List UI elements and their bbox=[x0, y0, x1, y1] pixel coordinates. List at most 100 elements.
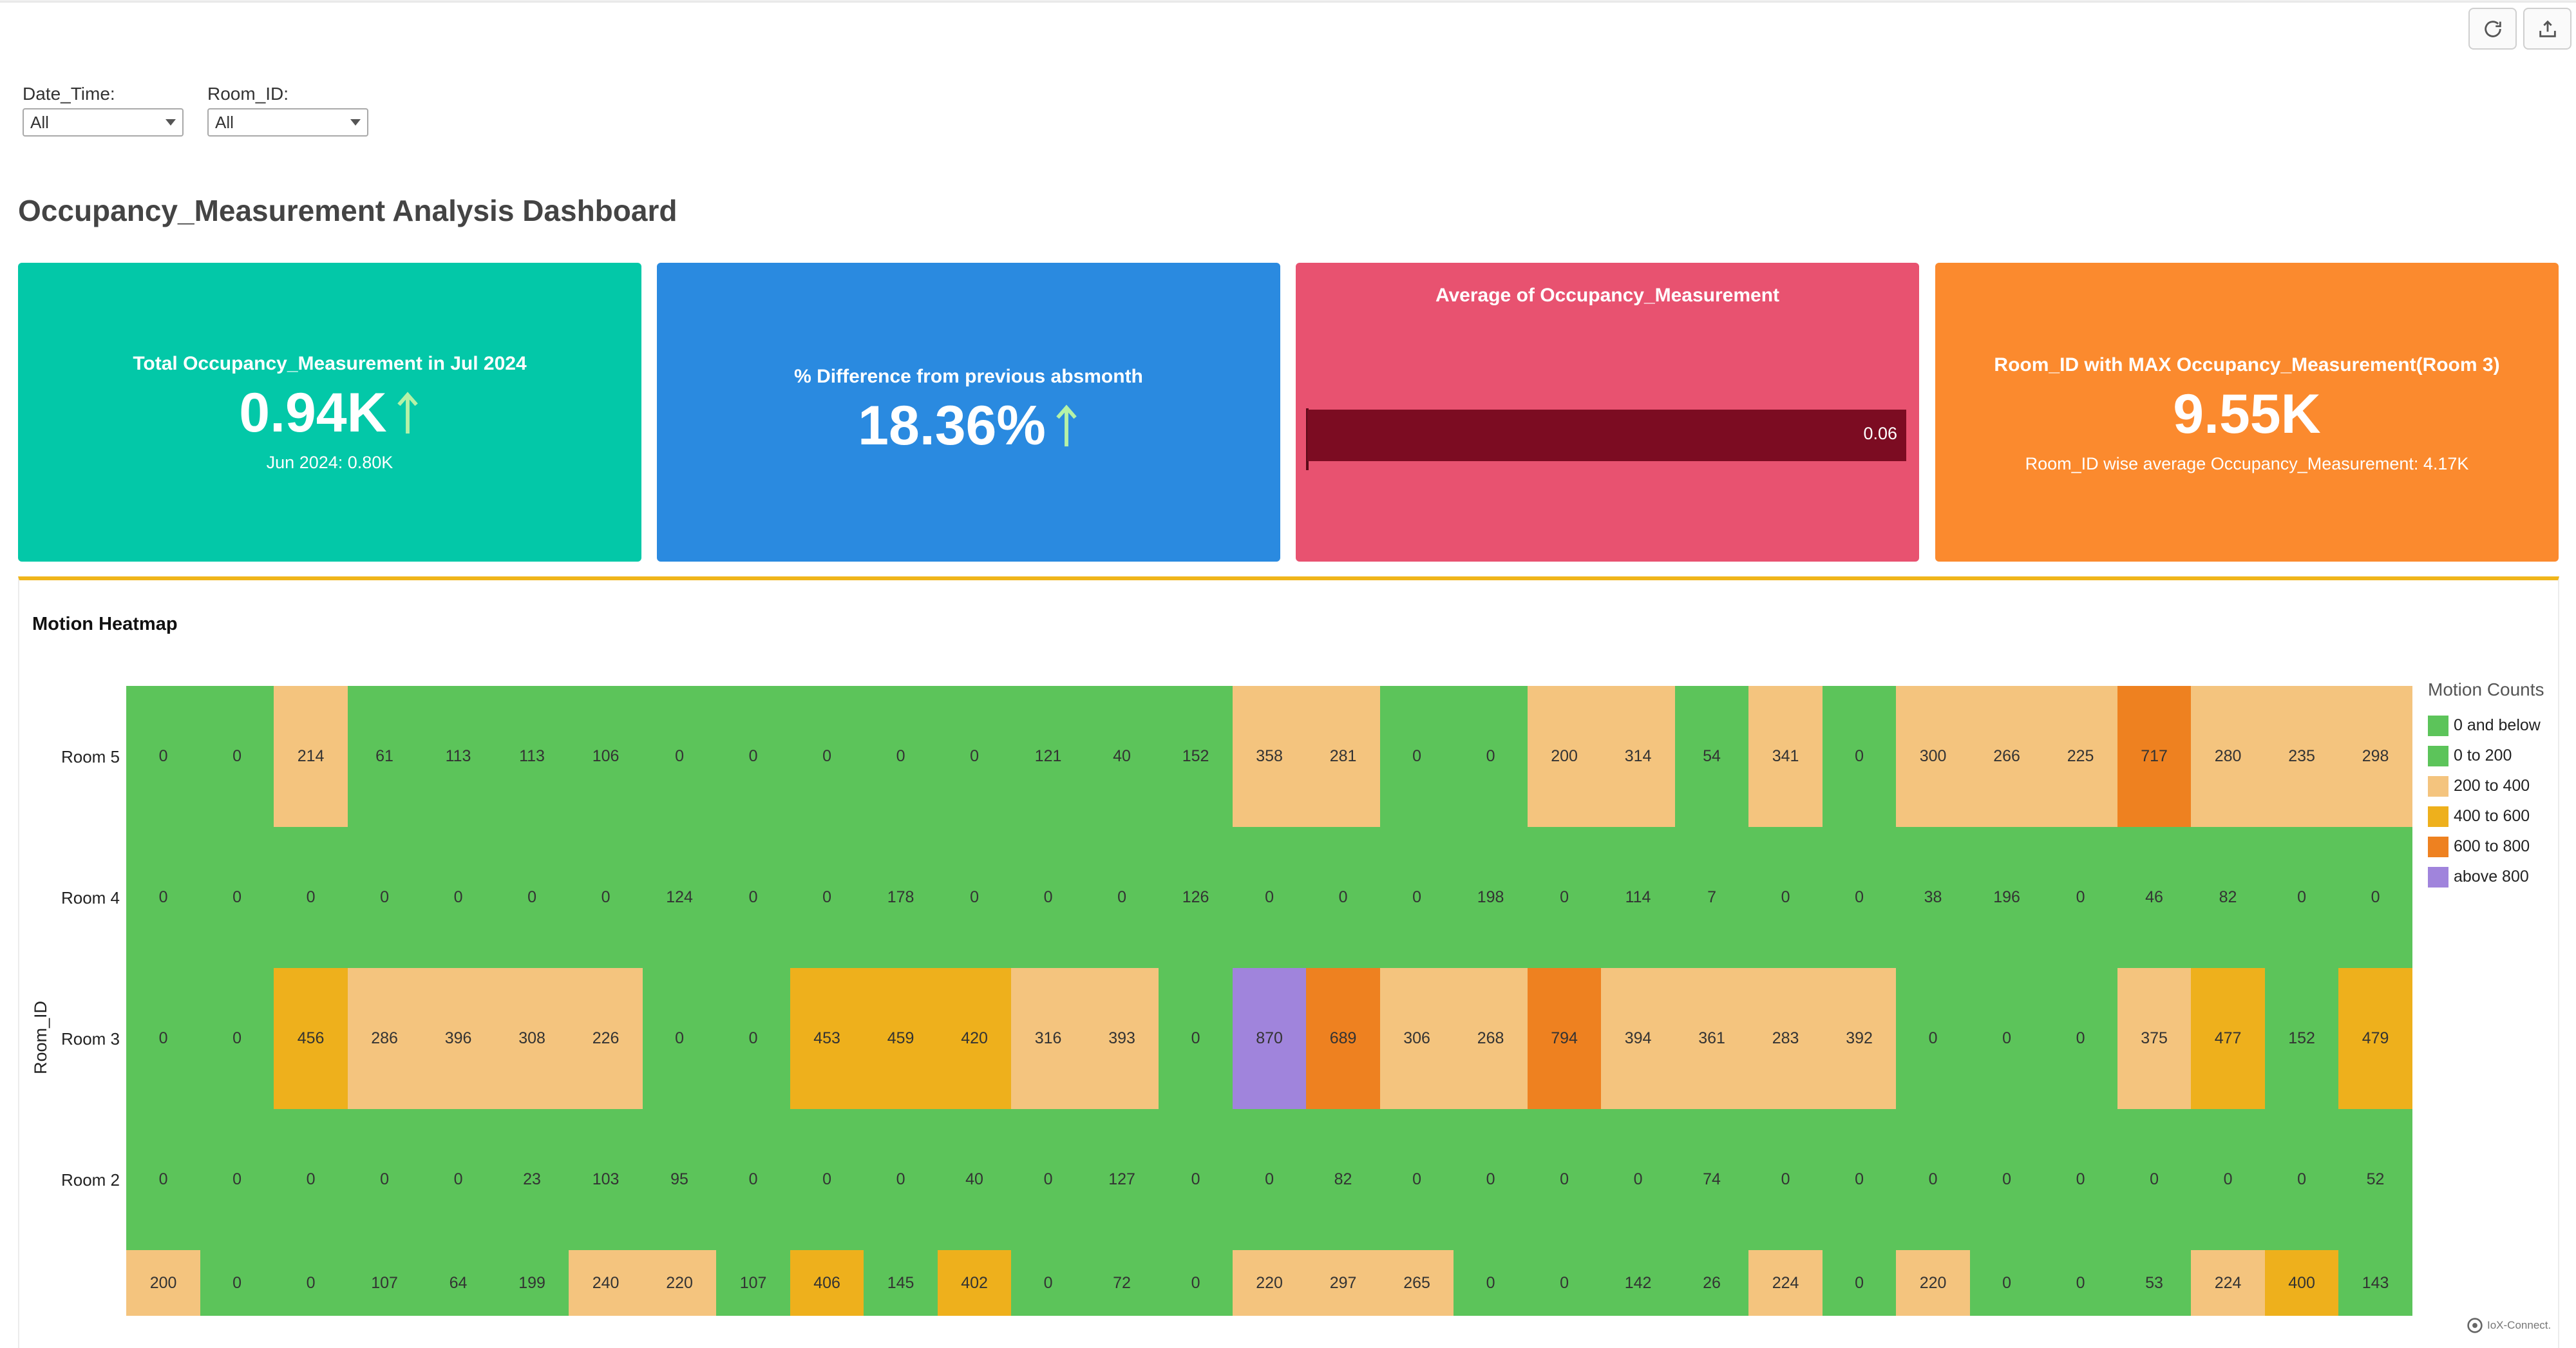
heatmap-cell[interactable]: 394 bbox=[1601, 968, 1676, 1109]
heatmap-cell[interactable]: 64 bbox=[421, 1250, 496, 1316]
heatmap-cell[interactable]: 0 bbox=[1011, 827, 1086, 968]
heatmap-cell[interactable]: 794 bbox=[1527, 968, 1602, 1109]
heatmap-cell[interactable]: 61 bbox=[347, 686, 422, 827]
heatmap-cell[interactable]: 0 bbox=[274, 827, 348, 968]
heatmap-cell[interactable]: 103 bbox=[569, 1109, 643, 1250]
heatmap-cell[interactable]: 199 bbox=[495, 1250, 569, 1316]
heatmap-cell[interactable]: 280 bbox=[2191, 686, 2266, 827]
heatmap-cell[interactable]: 0 bbox=[1379, 827, 1454, 968]
legend-item[interactable]: above 800 bbox=[2428, 862, 2544, 892]
heatmap-cell[interactable]: 0 bbox=[1159, 1109, 1233, 1250]
heatmap-cell[interactable]: 0 bbox=[200, 968, 274, 1109]
heatmap-cell[interactable]: 341 bbox=[1748, 686, 1823, 827]
heatmap-cell[interactable]: 0 bbox=[421, 1109, 496, 1250]
heatmap-cell[interactable]: 281 bbox=[1306, 686, 1381, 827]
heatmap-cell[interactable]: 393 bbox=[1084, 968, 1159, 1109]
heatmap-cell[interactable]: 0 bbox=[1896, 1109, 1971, 1250]
heatmap-cell[interactable]: 152 bbox=[1159, 686, 1233, 827]
heatmap-cell[interactable]: 286 bbox=[347, 968, 422, 1109]
heatmap-cell[interactable]: 53 bbox=[2117, 1250, 2192, 1316]
heatmap-cell[interactable]: 0 bbox=[2043, 827, 2118, 968]
heatmap-cell[interactable]: 0 bbox=[1454, 686, 1528, 827]
heatmap-cell[interactable]: 121 bbox=[1011, 686, 1086, 827]
heatmap-cell[interactable]: 717 bbox=[2117, 686, 2192, 827]
legend-item[interactable]: 200 to 400 bbox=[2428, 771, 2544, 801]
heatmap-cell[interactable]: 0 bbox=[2043, 1109, 2118, 1250]
heatmap-cell[interactable]: 392 bbox=[1822, 968, 1897, 1109]
heatmap-cell[interactable]: 0 bbox=[1822, 686, 1897, 827]
heatmap-cell[interactable]: 314 bbox=[1601, 686, 1676, 827]
heatmap-cell[interactable]: 113 bbox=[421, 686, 496, 827]
heatmap-cell[interactable]: 0 bbox=[1084, 827, 1159, 968]
heatmap-cell[interactable]: 406 bbox=[790, 1250, 864, 1316]
heatmap-cell[interactable]: 316 bbox=[1011, 968, 1086, 1109]
heatmap-cell[interactable]: 152 bbox=[2264, 968, 2339, 1109]
heatmap-cell[interactable]: 0 bbox=[200, 827, 274, 968]
legend-item[interactable]: 400 to 600 bbox=[2428, 801, 2544, 831]
heatmap-cell[interactable]: 0 bbox=[1748, 827, 1823, 968]
heatmap-cell[interactable]: 297 bbox=[1306, 1250, 1381, 1316]
heatmap-cell[interactable]: 0 bbox=[1011, 1250, 1086, 1316]
heatmap-cell[interactable]: 0 bbox=[1527, 827, 1602, 968]
heatmap-cell[interactable]: 420 bbox=[937, 968, 1012, 1109]
heatmap-cell[interactable]: 0 bbox=[1896, 968, 1971, 1109]
heatmap-cell[interactable]: 0 bbox=[790, 1109, 864, 1250]
heatmap-cell[interactable]: 0 bbox=[716, 827, 791, 968]
heatmap-cell[interactable]: 178 bbox=[864, 827, 938, 968]
heatmap-cell[interactable]: 402 bbox=[937, 1250, 1012, 1316]
heatmap-cell[interactable]: 396 bbox=[421, 968, 496, 1109]
heatmap-cell[interactable]: 0 bbox=[864, 1109, 938, 1250]
heatmap-cell[interactable]: 0 bbox=[200, 1109, 274, 1250]
heatmap-cell[interactable]: 268 bbox=[1454, 968, 1528, 1109]
heatmap-cell[interactable]: 7 bbox=[1674, 827, 1749, 968]
heatmap-cell[interactable]: 225 bbox=[2043, 686, 2118, 827]
heatmap-cell[interactable]: 26 bbox=[1674, 1250, 1749, 1316]
heatmap-cell[interactable]: 870 bbox=[1232, 968, 1307, 1109]
heatmap-cell[interactable]: 113 bbox=[495, 686, 569, 827]
heatmap-cell[interactable]: 479 bbox=[2338, 968, 2413, 1109]
heatmap-cell[interactable]: 0 bbox=[126, 686, 201, 827]
heatmap-cell[interactable]: 0 bbox=[2043, 968, 2118, 1109]
heatmap-cell[interactable]: 0 bbox=[126, 968, 201, 1109]
heatmap-cell[interactable]: 0 bbox=[1232, 1109, 1307, 1250]
heatmap-cell[interactable]: 308 bbox=[495, 968, 569, 1109]
heatmap-cell[interactable]: 220 bbox=[642, 1250, 717, 1316]
heatmap-cell[interactable]: 0 bbox=[1454, 1109, 1528, 1250]
heatmap-cell[interactable]: 0 bbox=[347, 827, 422, 968]
heatmap-cell[interactable]: 220 bbox=[1896, 1250, 1971, 1316]
heatmap-cell[interactable]: 226 bbox=[569, 968, 643, 1109]
heatmap-cell[interactable]: 0 bbox=[1969, 1109, 2044, 1250]
heatmap-cell[interactable]: 0 bbox=[1969, 968, 2044, 1109]
heatmap-cell[interactable]: 0 bbox=[716, 1109, 791, 1250]
heatmap-cell[interactable]: 145 bbox=[864, 1250, 938, 1316]
heatmap-cell[interactable]: 0 bbox=[1159, 1250, 1233, 1316]
heatmap-cell[interactable]: 0 bbox=[1822, 1109, 1897, 1250]
heatmap-cell[interactable]: 240 bbox=[569, 1250, 643, 1316]
heatmap-cell[interactable]: 0 bbox=[642, 686, 717, 827]
heatmap-cell[interactable]: 0 bbox=[2191, 1109, 2266, 1250]
heatmap-cell[interactable]: 142 bbox=[1601, 1250, 1676, 1316]
heatmap-cell[interactable]: 196 bbox=[1969, 827, 2044, 968]
export-button[interactable] bbox=[2523, 8, 2571, 50]
heatmap-cell[interactable]: 265 bbox=[1379, 1250, 1454, 1316]
heatmap-cell[interactable]: 214 bbox=[274, 686, 348, 827]
heatmap-cell[interactable]: 0 bbox=[1527, 1109, 1602, 1250]
heatmap-cell[interactable]: 0 bbox=[642, 968, 717, 1109]
heatmap-cell[interactable]: 0 bbox=[347, 1109, 422, 1250]
heatmap-cell[interactable]: 400 bbox=[2264, 1250, 2339, 1316]
heatmap-cell[interactable]: 220 bbox=[1232, 1250, 1307, 1316]
heatmap-cell[interactable]: 0 bbox=[1822, 1250, 1897, 1316]
heatmap-cell[interactable]: 198 bbox=[1454, 827, 1528, 968]
heatmap-cell[interactable]: 126 bbox=[1159, 827, 1233, 968]
legend-item[interactable]: 0 to 200 bbox=[2428, 741, 2544, 771]
heatmap-cell[interactable]: 38 bbox=[1896, 827, 1971, 968]
heatmap-cell[interactable]: 0 bbox=[1969, 1250, 2044, 1316]
heatmap-cell[interactable]: 52 bbox=[2338, 1109, 2413, 1250]
heatmap-cell[interactable]: 224 bbox=[2191, 1250, 2266, 1316]
heatmap-cell[interactable]: 358 bbox=[1232, 686, 1307, 827]
heatmap-cell[interactable]: 306 bbox=[1379, 968, 1454, 1109]
heatmap-cell[interactable]: 0 bbox=[937, 686, 1012, 827]
heatmap-cell[interactable]: 0 bbox=[274, 1250, 348, 1316]
heatmap-cell[interactable]: 0 bbox=[2043, 1250, 2118, 1316]
heatmap-cell[interactable]: 0 bbox=[1601, 1109, 1676, 1250]
